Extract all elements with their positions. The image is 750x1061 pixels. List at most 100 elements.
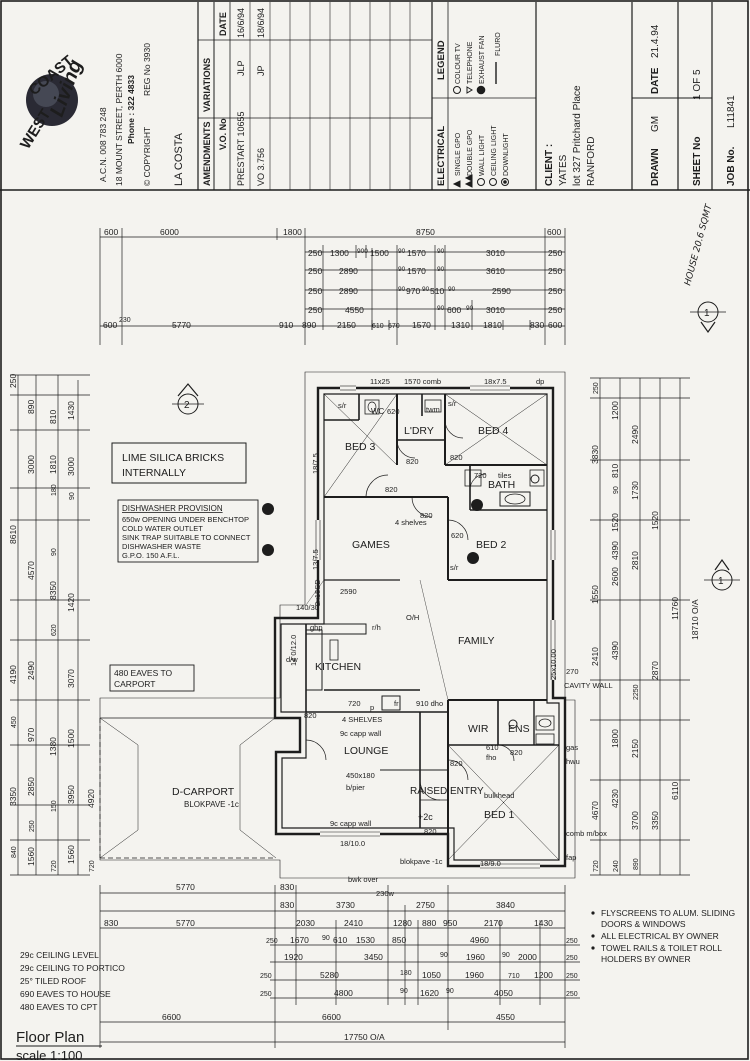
dim-left-inner-9: 4920 <box>86 789 96 808</box>
dim-bottom-r3-3: 90 <box>322 935 330 942</box>
dim-bottom-r3-6: 850 <box>392 935 406 945</box>
legend-label: LEGEND <box>436 40 447 80</box>
client-name: YATES <box>558 154 569 186</box>
section-marker-1b-label: 1 <box>718 576 724 587</box>
legend-single-gpo: SINGLE GPO <box>455 132 462 176</box>
dim-bottom-r5-2: 5280 <box>320 970 339 980</box>
dim-top-row2-3: 900 <box>357 248 368 255</box>
client-address-2: RANFORD <box>586 137 597 186</box>
label-p: p <box>370 703 374 712</box>
dim-bottom-r1-6: 3840 <box>496 900 515 910</box>
label-2590: 2590 <box>340 587 357 596</box>
ceiling-light-icon <box>530 474 540 484</box>
dim-left-15: 1380 <box>48 737 58 756</box>
drawn-label: DRAWN <box>650 148 661 186</box>
room-ens: ENS <box>508 723 530 735</box>
room-carport: D-CARPORT <box>172 786 235 798</box>
dim-left-17: 3350 <box>8 787 18 806</box>
dim-left-7: 8610 <box>8 525 18 544</box>
dim-top-row4-4: 970 <box>406 286 420 296</box>
colour-tv-icon <box>453 86 461 94</box>
dim-left-12: 4190 <box>8 665 18 684</box>
room-raised-entry-note: +2c <box>418 812 433 822</box>
copyright: © COPYRIGHT <box>142 127 152 186</box>
date-value: 21.4.94 <box>650 24 661 58</box>
dim-top-row6-11: 1810 <box>483 320 502 330</box>
wall-light-icon <box>477 178 485 186</box>
dim-right-inner-16: 2870 <box>650 661 660 680</box>
dim-left-16: 450 <box>11 716 18 728</box>
dim-right-inner-4: 1730 <box>630 481 640 500</box>
dim-bottom-r4-2: 3450 <box>364 952 383 962</box>
dim-top-row6-8: 670 <box>388 323 400 330</box>
dim-bottom-r3-7: 4960 <box>470 935 489 945</box>
exhaust-fan-icon <box>262 503 274 515</box>
floor-plan-heading: Floor Plan <box>16 1029 84 1046</box>
dim-bottom-r4-4: 1960 <box>466 952 485 962</box>
lime-silica-note: LIME SILICA BRICKS INTERNALLY <box>111 442 247 484</box>
dim-top-row4-1: 250 <box>308 286 322 296</box>
dim-bottom-r6-2: 4800 <box>334 988 353 998</box>
dim-left-20: 250 <box>29 820 36 832</box>
amendment-row-2-date: 18/6/94 <box>256 8 266 38</box>
drawn-value: GM <box>650 116 661 132</box>
amendment-row-2-by: JP <box>256 65 266 76</box>
dim-bottom-r1-5: 2750 <box>416 900 435 910</box>
dim-bottom-r6-4: 1620 <box>420 988 439 998</box>
dim-right-inner-13: 4230 <box>610 789 620 808</box>
dim-left-inner-7: 3950 <box>66 785 76 804</box>
label-bulkhead: bulkhead <box>484 791 514 800</box>
dim-bottom-r7-2: 6600 <box>322 1012 341 1022</box>
label-820-bed4: 820 <box>450 453 463 462</box>
label-25x10: 25x10.00 <box>549 649 558 680</box>
dim-right-inner-1: 1200 <box>610 401 620 420</box>
section-marker-1-right: 1 <box>704 558 740 591</box>
dim-right-1: 3830 <box>590 445 600 464</box>
dim-top-row2-7: 90 <box>437 248 445 255</box>
dim-top-row3-3: 90 <box>398 266 406 273</box>
eaves-carport-line-1: 480 EAVES TO <box>114 668 173 678</box>
label-sr-3: s/r <box>450 563 459 572</box>
dim-top-row2-6: 1570 <box>407 248 426 258</box>
room-carport-note: BLOKPAVE -1c <box>184 800 239 809</box>
amendment-row-1-by: JLP <box>236 60 246 76</box>
eaves-carport-note: 480 EAVES TO CARPORT <box>109 664 195 692</box>
dim-left-19: 150 <box>51 800 58 812</box>
dim-top-row5-3: 90 <box>437 305 445 312</box>
label-twm: twm <box>426 405 440 414</box>
client-address-1: lot 327 Pritchard Place <box>572 85 583 186</box>
dim-top-row6-12: 830 <box>530 320 544 330</box>
bottom-dimension-values: 830 5770 830 3730 2750 3840 830 5770 203… <box>104 882 578 1042</box>
dim-bottom-r4-5: 90 <box>502 952 510 959</box>
dim-bottom-r1-1: 830 <box>280 882 294 892</box>
dim-top-row1-5: 600 <box>547 227 561 237</box>
right-dimension-lines <box>590 377 690 876</box>
dim-top-row4-3: 90 <box>398 286 406 293</box>
dim-right-12: 890 <box>633 858 640 870</box>
dim-left-inner-3: 3070 <box>66 669 76 688</box>
general-note-2: DOORS & WINDOWS <box>601 919 686 929</box>
dim-top-row2-9: 250 <box>548 248 562 258</box>
dim-left-8: 4570 <box>26 561 36 580</box>
dishwasher-note: DISHWASHER PROVISION 650w OPENING UNDER … <box>117 499 259 563</box>
legend-ceiling-light: CEILING LIGHT <box>491 125 498 176</box>
section-marker-1-label: 1 <box>704 308 710 319</box>
right-dimension-values: 3830 4390 4390 4670 3700 6110 11760 1871… <box>590 382 700 872</box>
dim-right-7: 11760 <box>670 597 680 620</box>
label-910-dho: 910 dho <box>416 699 443 708</box>
general-note-1: FLYSCREENS TO ALUM. SLIDING <box>601 908 735 918</box>
vo-no-label: V.O. No <box>218 118 228 150</box>
label-820-kitchen: 820 <box>304 711 317 720</box>
reg-no: REG No 3930 <box>142 43 152 96</box>
general-note-3: ALL ELECTRICAL BY OWNER <box>601 931 719 941</box>
label-820-ens: 820 <box>510 748 523 757</box>
label-bed4-dims: 18x7.5 <box>484 377 507 386</box>
label-sr: s/r <box>338 401 347 410</box>
dim-bottom-r3-8: 250 <box>566 938 578 945</box>
dim-left-inner-1: 1810 <box>48 455 58 474</box>
label-820-ldry: 820 <box>406 457 419 466</box>
exhaust-fan-icon <box>467 552 479 564</box>
label-18-10: 18/10.0 <box>340 839 365 848</box>
dim-left-6: 180 <box>51 484 58 496</box>
ceiling-note-1: 29c CEILING LEVEL <box>20 950 99 960</box>
